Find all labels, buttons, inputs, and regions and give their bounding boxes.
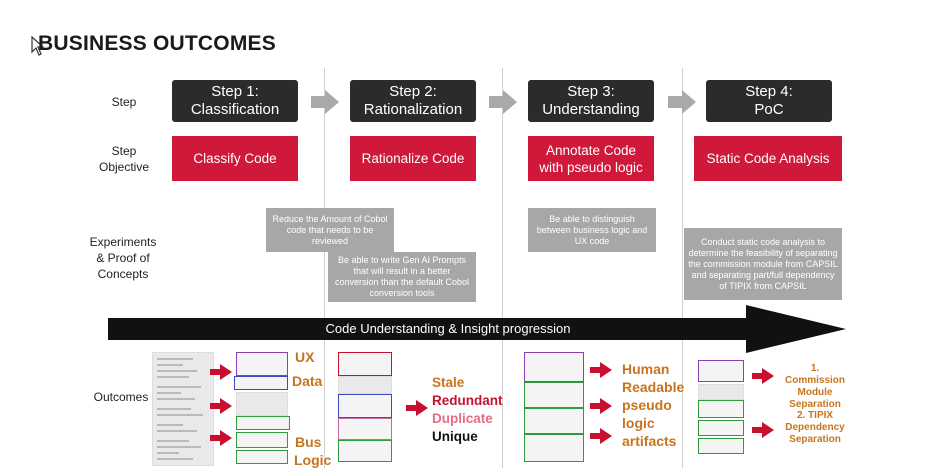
outcome-text: Separation — [789, 434, 841, 445]
red-arrow-icon — [210, 430, 232, 446]
step-1-box: Step 1: Classification — [172, 80, 298, 122]
code-snippet-bus — [236, 450, 288, 464]
experiment-text: Reduce the Amount of Cobol code that nee… — [272, 213, 388, 246]
progression-arrow-bar — [108, 318, 748, 340]
outcome-text: Dependency — [785, 422, 845, 433]
outcome-text: 2. TIPIX — [796, 410, 834, 421]
code-snippet — [698, 438, 744, 454]
chevron-right-icon — [668, 90, 696, 114]
step-number: Step 4: — [745, 83, 793, 100]
objective-text: Rationalize Code — [361, 151, 465, 166]
experiment-text: Be able to distinguish between business … — [536, 213, 648, 246]
column-divider — [682, 68, 683, 468]
outcome-commission-separation: 1. Commission Module Separation — [780, 363, 850, 411]
progression-arrow-head — [746, 305, 846, 353]
red-arrow-icon — [210, 398, 232, 414]
experiment-2b-box: Be able to write Gen AI Prompts that wil… — [328, 252, 476, 302]
outcome-text: Module — [797, 387, 833, 398]
outcome-label-ux: UX — [295, 349, 315, 365]
outcome-text: artifacts — [622, 433, 677, 449]
red-arrow-icon — [210, 364, 232, 380]
experiment-3-box: Be able to distinguish between business … — [528, 208, 656, 252]
code-snippet — [524, 434, 584, 462]
code-snippet — [338, 376, 392, 394]
code-snippet — [698, 384, 744, 400]
outcome-text: pseudo — [622, 397, 672, 413]
code-snippet — [524, 352, 584, 382]
step-4-box: Step 4: PoC — [706, 80, 832, 122]
code-document-icon — [152, 352, 214, 466]
step-number: Step 1: — [211, 83, 259, 100]
code-snippet — [236, 392, 288, 416]
outcome-stale: Stale — [432, 375, 465, 390]
row-label-outcomes: Outcomes — [93, 390, 149, 404]
experiment-4-box: Conduct static code analysis to determin… — [684, 228, 842, 300]
experiment-2a-box: Reduce the Amount of Cobol code that nee… — [266, 208, 394, 252]
outcome-duplicate: Duplicate — [432, 411, 493, 426]
outcome-label-logic: Logic — [294, 452, 332, 468]
experiment-text: Conduct static code analysis to determin… — [688, 236, 838, 291]
chevron-right-icon — [311, 90, 339, 114]
code-snippet-ux — [236, 352, 288, 376]
step-name: Classification — [190, 101, 280, 118]
step-3-box: Step 3: Understanding — [528, 80, 654, 122]
row-label-experiments: Experiments & Proof of Concepts — [89, 235, 157, 281]
code-snippet — [698, 420, 744, 436]
step-name: Understanding — [542, 101, 640, 118]
code-lines — [157, 358, 203, 460]
outcome-tipix-separation: 2. TIPIX Dependency Separation — [780, 410, 850, 446]
objective-4-box: Static Code Analysis — [694, 136, 842, 181]
objective-1-box: Classify Code — [172, 136, 298, 181]
code-snippet-stale — [338, 352, 392, 376]
row-label-objective: Step Objective — [98, 144, 150, 174]
code-snippet-bus — [236, 432, 288, 448]
outcome-text: Human — [622, 361, 670, 377]
cursor-icon — [31, 36, 45, 56]
row-label-step: Step — [111, 95, 137, 109]
code-snippet-data — [234, 376, 288, 390]
code-snippet-duplicate — [338, 418, 392, 440]
outcome-text: Separation — [789, 399, 841, 410]
code-snippet — [524, 382, 584, 408]
red-arrow-icon — [590, 428, 612, 444]
step-name: PoC — [754, 101, 784, 118]
code-snippet — [698, 400, 744, 418]
column-divider — [502, 68, 503, 468]
code-snippet — [698, 360, 744, 382]
outcome-text: logic — [622, 415, 655, 431]
outcome-label-bus: Bus — [295, 434, 322, 450]
code-snippet-redundant — [338, 394, 392, 418]
page-title: BUSINESS OUTCOMES — [38, 32, 276, 55]
outcome-unique: Unique — [432, 429, 478, 444]
outcome-list-step2: Stale Redundant Duplicate Unique — [432, 374, 503, 446]
outcome-text: 1. Commission — [784, 363, 845, 386]
objective-text: Classify Code — [193, 151, 277, 166]
objective-text: Annotate Code with pseudo logic — [539, 142, 643, 175]
red-arrow-icon — [590, 398, 612, 414]
column-divider — [324, 68, 325, 468]
outcome-label-data: Data — [292, 373, 323, 389]
step-number: Step 2: — [389, 83, 437, 100]
progression-label: Code Understanding & Insight progression — [325, 321, 571, 336]
step-number: Step 3: — [567, 83, 615, 100]
step-2-box: Step 2: Rationalization — [350, 80, 476, 122]
code-snippet-unique — [338, 440, 392, 462]
experiment-text: Be able to write Gen AI Prompts that wil… — [334, 255, 470, 298]
objective-text: Static Code Analysis — [706, 151, 830, 166]
chevron-right-icon — [489, 90, 517, 114]
step-name: Rationalization — [363, 101, 463, 118]
red-arrow-icon — [752, 422, 774, 438]
objective-3-box: Annotate Code with pseudo logic — [528, 136, 654, 181]
outcome-redundant: Redundant — [432, 393, 503, 408]
red-arrow-icon — [406, 400, 428, 416]
outcome-text: Readable — [622, 379, 685, 395]
code-snippet-bus — [236, 416, 290, 430]
red-arrow-icon — [752, 368, 774, 384]
code-snippet — [524, 408, 584, 434]
objective-2-box: Rationalize Code — [350, 136, 476, 181]
outcome-list-step3: Human Readable pseudo logic artifacts — [622, 360, 684, 450]
red-arrow-icon — [590, 362, 612, 378]
